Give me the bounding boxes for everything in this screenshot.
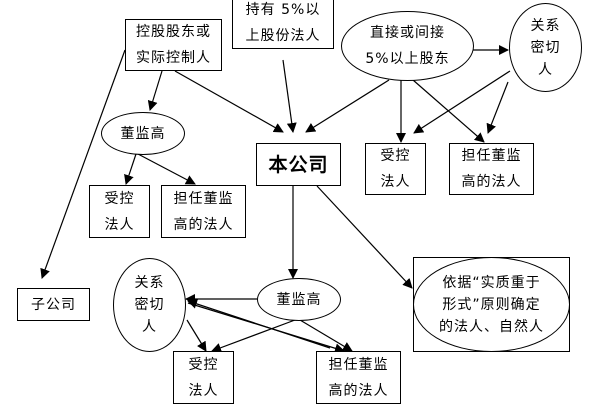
edge-dsm-entity-bottom-to-close-relative [187, 299, 331, 349]
node-label-line: 控股股东或 [136, 24, 211, 40]
node-label-line: 人 [538, 61, 553, 78]
edge-company-to-substance [316, 185, 413, 289]
edge-close-relative-to-controlled-bottom [186, 319, 207, 352]
node-label-line: 5%以上股东 [365, 51, 450, 67]
node-holder-5pct: 持有 5%以 上股份法人 [232, 0, 334, 49]
node-label-line: 担任董监 [173, 190, 234, 207]
node-substance-over-form: 依据“实质重于 形式”原则确定 的法人、自然人 [413, 257, 570, 352]
node-label-line: 依据“实质重于 [442, 274, 541, 291]
node-label-line: 持有 5%以 [245, 2, 321, 18]
node-dsm-entity-bottom: 担任董监 高的法人 [316, 351, 401, 404]
node-label-line: 形式”原则确定 [442, 296, 541, 313]
node-label-line: 人 [142, 319, 157, 335]
node-label-line: 子公司 [31, 296, 76, 313]
edge-holder5-to-company [282, 59, 297, 133]
node-label-line: 高的法人 [173, 216, 234, 233]
node-label-line: 实际控制人 [136, 50, 211, 66]
node-close-relative-top: 关系 密切 人 [509, 3, 582, 92]
node-label-line: 直接或间接 [370, 25, 445, 41]
node-label-line: 法人 [380, 174, 411, 190]
node-label-line: 董监高 [276, 291, 322, 308]
edge-close-relative-to-controlled [413, 70, 511, 134]
node-controlled-left: 受控 法人 [89, 185, 150, 238]
node-dsm-entity-left: 担任董监 高的法人 [161, 185, 246, 238]
node-direct-indirect-5pct: 直接或间接 5%以上股东 [341, 11, 474, 81]
node-dsm-top: 董监高 [101, 112, 185, 155]
node-label-line: 受控 [104, 190, 135, 207]
node-label-line: 法人 [104, 216, 135, 233]
node-label-line: 本公司 [268, 153, 329, 176]
node-label-line: 关系 [134, 275, 165, 291]
node-controlled-top-right: 受控 法人 [365, 143, 426, 195]
node-label-line: 关系 [530, 17, 561, 34]
edge-controlling-to-company [174, 70, 284, 133]
node-controlled-bottom: 受控 法人 [173, 351, 234, 404]
node-label-line: 董监高 [120, 125, 166, 142]
edge-dsm-top-to-dsm-entity [137, 153, 196, 185]
node-dsm-entity-top-right: 担任董监 高的法人 [449, 143, 534, 195]
node-label-line: 密切 [134, 297, 165, 313]
edge-close-relative-to-dsm-entity [486, 81, 509, 134]
edge-direct-indirect-to-company [305, 79, 390, 133]
edge-controlling-to-dsm-top [147, 70, 163, 111]
node-label-line: 高的法人 [328, 382, 389, 399]
edge-dsm-top-to-controlled [124, 153, 137, 185]
node-label-line: 高的法人 [461, 174, 522, 190]
node-label-line: 的法人、自然人 [439, 318, 544, 335]
edge-controlling-to-subsidiary [40, 49, 126, 279]
node-label-line: 受控 [380, 148, 411, 164]
node-label-line: 担任董监 [461, 148, 522, 164]
node-label-line: 密切 [530, 39, 561, 56]
node-controlling-shareholder: 控股股东或 实际控制人 [125, 19, 222, 71]
node-subsidiary: 子公司 [17, 288, 90, 321]
node-label-line: 担任董监 [328, 356, 389, 373]
node-close-relative-bottom: 关系 密切 人 [113, 258, 186, 352]
node-label-line: 受控 [188, 356, 219, 373]
edge-dsm-bottom-to-controlled [211, 319, 296, 353]
node-label-line: 法人 [188, 382, 219, 399]
node-company: 本公司 [256, 143, 341, 186]
node-dsm-bottom: 董监高 [257, 278, 341, 321]
node-label-line: 上股份法人 [245, 28, 321, 44]
